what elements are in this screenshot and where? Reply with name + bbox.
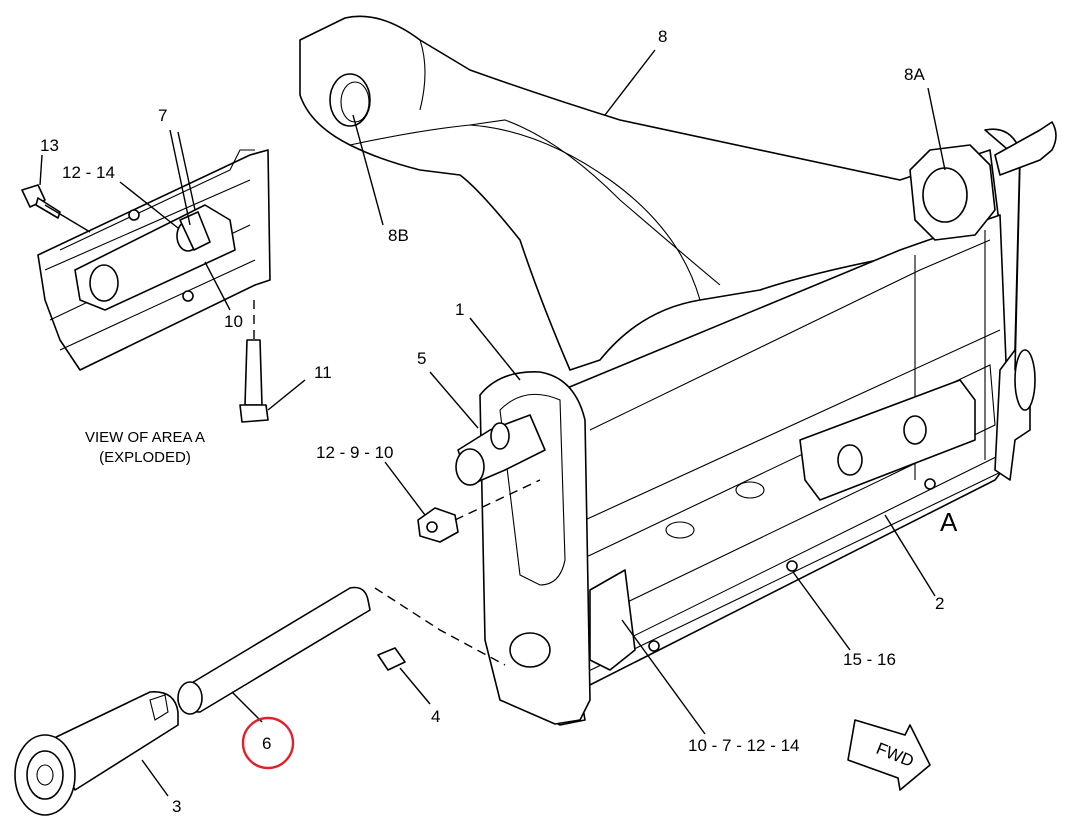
- fwd-arrow-icon: FWD: [847, 719, 931, 791]
- pin-8A: [909, 121, 1057, 241]
- view-caption: VIEW OF AREA A (EXPLODED): [55, 428, 235, 468]
- inset-view-area-a: [21, 149, 271, 423]
- caption-line1: VIEW OF AREA A: [84, 429, 206, 446]
- caption-line2: (EXPLODED): [99, 449, 191, 466]
- label-8B: 8B: [388, 226, 409, 245]
- sleeve-3: [14, 691, 179, 816]
- pin-6: [177, 586, 371, 715]
- pin-4: [377, 647, 406, 671]
- label-1: 1: [455, 300, 465, 319]
- frame-body: [479, 128, 1036, 726]
- bolt-12-9-10: [417, 479, 541, 543]
- label-10: 10: [224, 312, 243, 331]
- label-8A: 8A: [904, 65, 925, 84]
- label-15-16: 15 - 16: [843, 650, 896, 669]
- label-13: 13: [40, 136, 59, 155]
- label-6: 6: [262, 734, 272, 753]
- label-12-9-10: 12 - 9 - 10: [316, 443, 394, 462]
- yoke-arm-8: [299, 15, 1001, 371]
- highlight-circle: [241, 716, 295, 770]
- label-12-14: 12 - 14: [62, 163, 115, 182]
- label-10-7-12-14: 10 - 7 - 12 - 14: [688, 736, 800, 755]
- label-4: 4: [431, 707, 441, 726]
- leader-lines: [39, 49, 946, 797]
- pin-5: [455, 414, 546, 486]
- label-3: 3: [172, 797, 182, 816]
- label-2: 2: [935, 594, 945, 613]
- label-8: 8: [658, 27, 668, 46]
- label-5: 5: [417, 349, 427, 368]
- label-11: 11: [314, 363, 332, 382]
- label-A: A: [940, 507, 958, 537]
- label-7: 7: [158, 106, 168, 125]
